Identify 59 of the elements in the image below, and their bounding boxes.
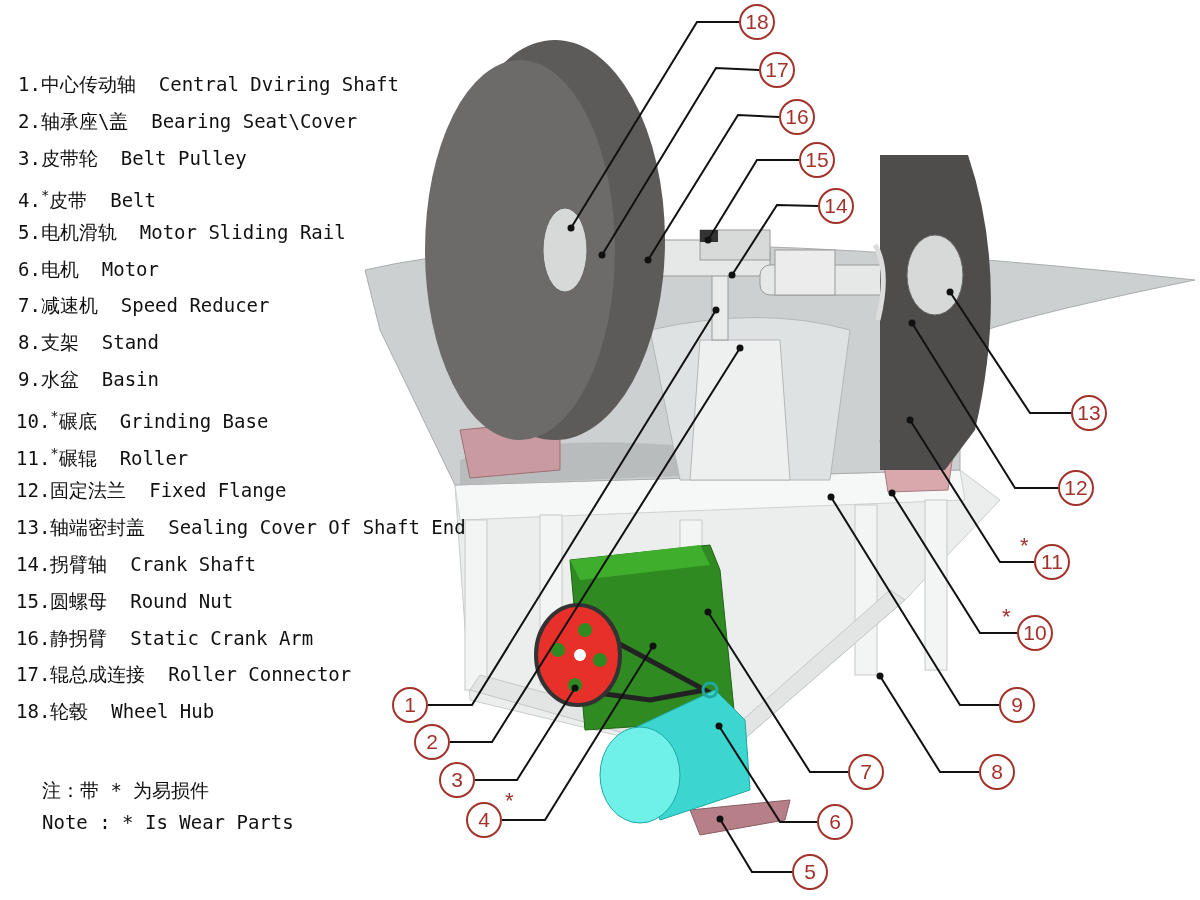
- leader-line: [715, 722, 818, 823]
- leader-line: [644, 113, 780, 264]
- leader-line: [449, 344, 744, 743]
- leader-line: [704, 159, 800, 244]
- leader-line: [728, 204, 819, 279]
- leader-line: [598, 66, 760, 259]
- callout-number: 4: [466, 802, 502, 838]
- callout-number: 18: [739, 4, 775, 40]
- part-list-item: 5.电机滑轨 Motor Sliding Rail: [18, 219, 346, 244]
- callout-number: 16: [779, 99, 815, 135]
- part-list-item: 14.拐臂轴 Crank Shaft: [16, 551, 257, 576]
- leader-line: [888, 489, 1018, 634]
- callout-number: 13: [1071, 395, 1107, 431]
- part-list-item: 10.$^{*}$碾底 Grinding Base: [16, 407, 269, 434]
- part-list-item: 16.静拐臂 Static Crank Arm: [16, 625, 314, 650]
- callout-number: 2: [414, 724, 450, 760]
- leader-line: [567, 21, 740, 232]
- leader-line: [827, 493, 1000, 706]
- leader-line: [906, 416, 1035, 563]
- leader-line: [704, 608, 849, 773]
- note-text: Note : * Is Wear Parts: [42, 810, 294, 834]
- callout-number: 9: [999, 687, 1035, 723]
- part-list-item: 1.中心传动轴 Central Dviring Shaft: [18, 72, 399, 96]
- callout-number: 10: [1017, 615, 1053, 651]
- wear-part-mark: *: [1020, 535, 1029, 557]
- callout-number: 11: [1034, 544, 1070, 580]
- callout-number: 17: [759, 52, 795, 88]
- leader-line: [946, 288, 1072, 414]
- leader-line: [716, 815, 793, 873]
- callout-number: 7: [848, 754, 884, 790]
- callout-number: 14: [818, 188, 854, 224]
- leader-line: [908, 319, 1059, 489]
- leader-line: [501, 642, 657, 821]
- callout-number: 6: [817, 804, 853, 840]
- wear-part-mark: *: [1002, 606, 1011, 628]
- part-list-item: 3.皮带轮 Belt Pulley: [18, 145, 247, 170]
- callout-number: 3: [439, 762, 475, 798]
- part-list-item: 7.减速机 Speed Reducer: [18, 293, 270, 318]
- part-list-item: 13.轴端密封盖 Sealing Cover Of Shaft End: [16, 514, 466, 539]
- callout-number: 5: [792, 854, 828, 890]
- part-list-item: 17.辊总成连接 Roller Connector: [16, 662, 352, 687]
- leader-line: [474, 684, 579, 781]
- part-list-item: 6.电机 Motor: [18, 256, 159, 281]
- wear-part-mark: *: [505, 790, 514, 812]
- part-list-item: 18.轮毂 Wheel Hub: [16, 699, 215, 724]
- callout-number: 12: [1058, 470, 1094, 506]
- part-list-item: 8.支架 Stand: [18, 330, 159, 355]
- part-list-item: 15.圆螺母 Round Nut: [16, 588, 234, 613]
- part-list-item: 12.固定法兰 Fixed Flange: [16, 477, 287, 502]
- callout-number: 15: [799, 142, 835, 178]
- part-list-item: 11.$^{*}$碾辊 Roller: [16, 444, 189, 471]
- callout-number: 1: [392, 687, 428, 723]
- part-list-item: 9.水盆 Basin: [18, 367, 159, 392]
- leader-line: [876, 672, 980, 773]
- leader-line: [427, 306, 720, 706]
- part-list-item: 4.$^{*}$皮带 Belt: [18, 185, 156, 212]
- part-list-item: 2.轴承座\盖 Bearing Seat\Cover: [18, 108, 358, 133]
- note-text: 注：带 * 为易损件: [42, 778, 210, 802]
- callout-number: 8: [979, 754, 1015, 790]
